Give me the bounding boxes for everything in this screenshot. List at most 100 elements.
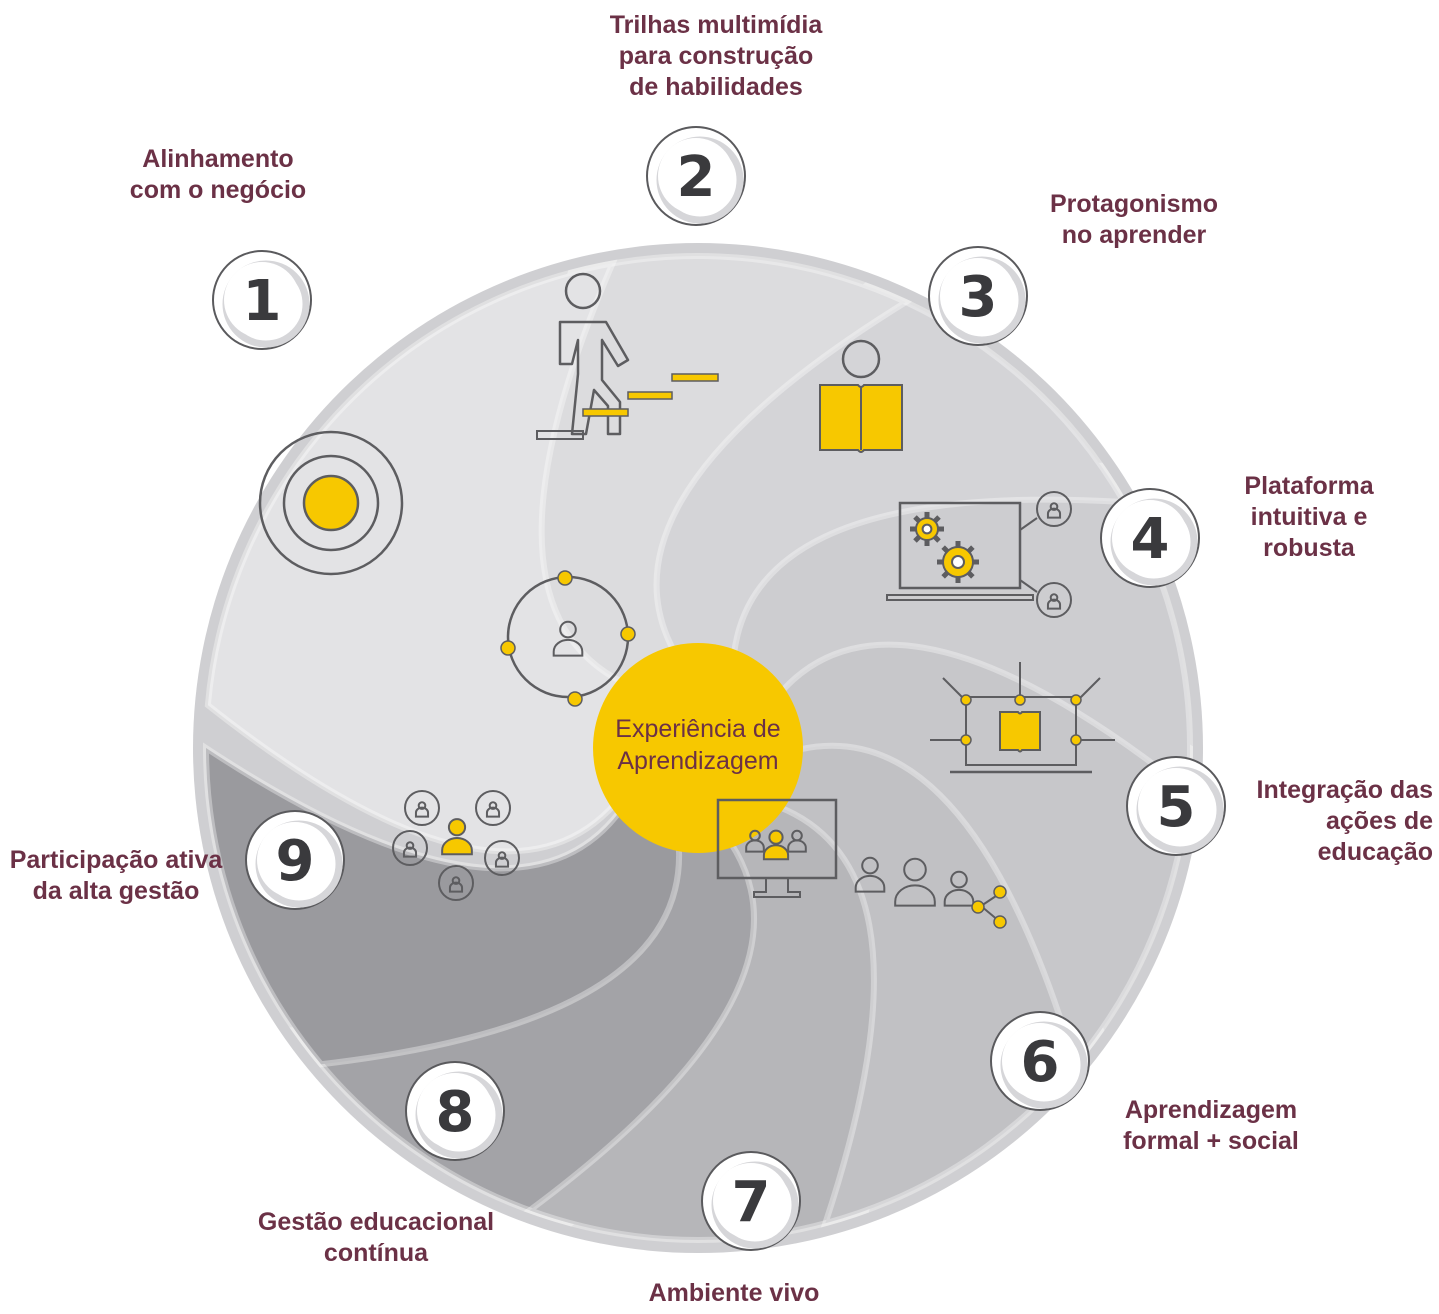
- center-title-line-1: Experiência de: [615, 715, 781, 743]
- step-1-label: Alinhamento com o negócio: [130, 144, 306, 206]
- climber-body: [558, 320, 630, 436]
- arrow-head: [1070, 734, 1082, 746]
- integration-book-icon: [930, 662, 1115, 774]
- step-8-label-line-2: contínua: [323, 1239, 429, 1267]
- person-head: [861, 856, 879, 875]
- step-5-label-line-1: Integração das: [1256, 776, 1433, 804]
- user-ring: [438, 865, 474, 901]
- step-5-label-line-3: educação: [1317, 838, 1433, 866]
- book: [999, 711, 1041, 753]
- step-2-label-line-3: de habilidades: [629, 73, 803, 101]
- step-4-number: 4: [1131, 507, 1170, 572]
- step-7-label: Ambiente vivo: [649, 1278, 820, 1309]
- center-hub-title: Experiência de Aprendizagem: [615, 713, 780, 777]
- monitor-stand: [753, 878, 801, 898]
- gear-tooth: [966, 570, 975, 579]
- step-1-label-line-2: com o negócio: [129, 176, 307, 204]
- step-7-badge: 7: [701, 1151, 801, 1251]
- step-5-badge: 5: [1126, 756, 1226, 856]
- gear-tooth: [913, 535, 921, 543]
- arrow-head: [960, 734, 972, 746]
- step-8-number: 8: [436, 1080, 475, 1145]
- user-ring: [392, 830, 428, 866]
- stairs-person-icon: [536, 272, 719, 440]
- step-8-label: Gestão educacional contínua: [258, 1207, 494, 1269]
- badge-face: [658, 138, 734, 214]
- person-body: [894, 884, 936, 907]
- user-ring: [475, 790, 511, 826]
- cycle-arrow: [620, 626, 636, 642]
- step-5-number: 5: [1157, 775, 1196, 840]
- badge-face: [1138, 768, 1214, 844]
- step-5-label-line-2: ações de: [1325, 807, 1433, 835]
- step-3-label-line-1: Protagonismo: [1049, 190, 1219, 218]
- step-2-label: Trilhas multimídia para construção de ha…: [610, 10, 823, 103]
- laptop-gears-icon: [886, 491, 1072, 618]
- stair-step-1: [582, 408, 629, 417]
- target-middle: [282, 454, 380, 552]
- step-6-badge: 6: [990, 1011, 1090, 1111]
- number-badges: 1 2 3 4 5 6 7 8 9: [212, 126, 1226, 1251]
- cycle-person-icon: [500, 570, 636, 707]
- step-8-badge: 8: [405, 1061, 505, 1161]
- target-icon: [258, 430, 404, 576]
- person-body: [441, 837, 473, 856]
- step-6-label-line-2: formal + social: [1123, 1127, 1299, 1155]
- person-head: [488, 801, 498, 810]
- leader-group-icon: [392, 790, 520, 901]
- center-title-line-2: Aprendizagem: [617, 747, 779, 775]
- person-head: [950, 870, 968, 889]
- person-body: [552, 638, 584, 657]
- arrow-line: [942, 677, 964, 699]
- step-4-label: Plataforma intuitiva e robusta: [1244, 471, 1373, 564]
- step-icons: [258, 272, 1115, 929]
- badge-face: [257, 822, 333, 898]
- share-node: [971, 900, 985, 914]
- spiral-petal-9: [204, 259, 657, 855]
- person-head: [405, 841, 415, 850]
- stair-step-3: [671, 373, 719, 382]
- person-body: [448, 881, 464, 893]
- badge-face: [224, 262, 300, 338]
- badge-face: [1112, 500, 1188, 576]
- step-3-number: 3: [959, 265, 998, 330]
- step-6-label: Aprendizagem formal + social: [1123, 1095, 1299, 1157]
- step-6-label-line-1: Aprendizagem: [1124, 1096, 1298, 1124]
- person-body: [402, 846, 418, 858]
- user-ring: [484, 840, 520, 876]
- person-body: [854, 874, 886, 893]
- gear-tooth: [933, 515, 941, 523]
- person-body: [485, 806, 501, 818]
- step-9-number: 9: [276, 829, 315, 894]
- person-body: [762, 844, 790, 861]
- monitor-screen: [716, 798, 838, 880]
- target-outer: [258, 430, 404, 576]
- step-2-badge: 2: [646, 126, 746, 226]
- step-6-number: 6: [1021, 1030, 1060, 1095]
- step-9-label-line-2: da alta gestão: [32, 877, 200, 905]
- share-node: [993, 885, 1007, 899]
- reader-head: [841, 339, 881, 379]
- user-ring: [1036, 491, 1072, 527]
- link-line: [1019, 579, 1038, 593]
- step-3-badge: 3: [928, 246, 1028, 346]
- gear-tooth: [966, 545, 975, 554]
- gear-hole: [951, 555, 965, 569]
- step-2-number: 2: [677, 145, 716, 210]
- step-1-number: 1: [243, 269, 282, 334]
- laptop-base: [886, 594, 1034, 601]
- laptop-screen: [898, 501, 1022, 590]
- gear-tooth: [913, 515, 921, 523]
- person-body: [943, 888, 975, 907]
- badge-face: [713, 1163, 789, 1239]
- person-head: [447, 818, 467, 837]
- social-network-icon: [854, 856, 1007, 929]
- gear-hole: [921, 523, 933, 535]
- person-head: [497, 851, 507, 860]
- share-node: [993, 915, 1007, 929]
- arrow-head: [1014, 694, 1026, 706]
- step-4-badge: 4: [1100, 488, 1200, 588]
- step-7-label-line-1: Ambiente vivo: [648, 1279, 820, 1307]
- stair-base: [536, 430, 584, 440]
- reading-person-icon: [819, 339, 903, 453]
